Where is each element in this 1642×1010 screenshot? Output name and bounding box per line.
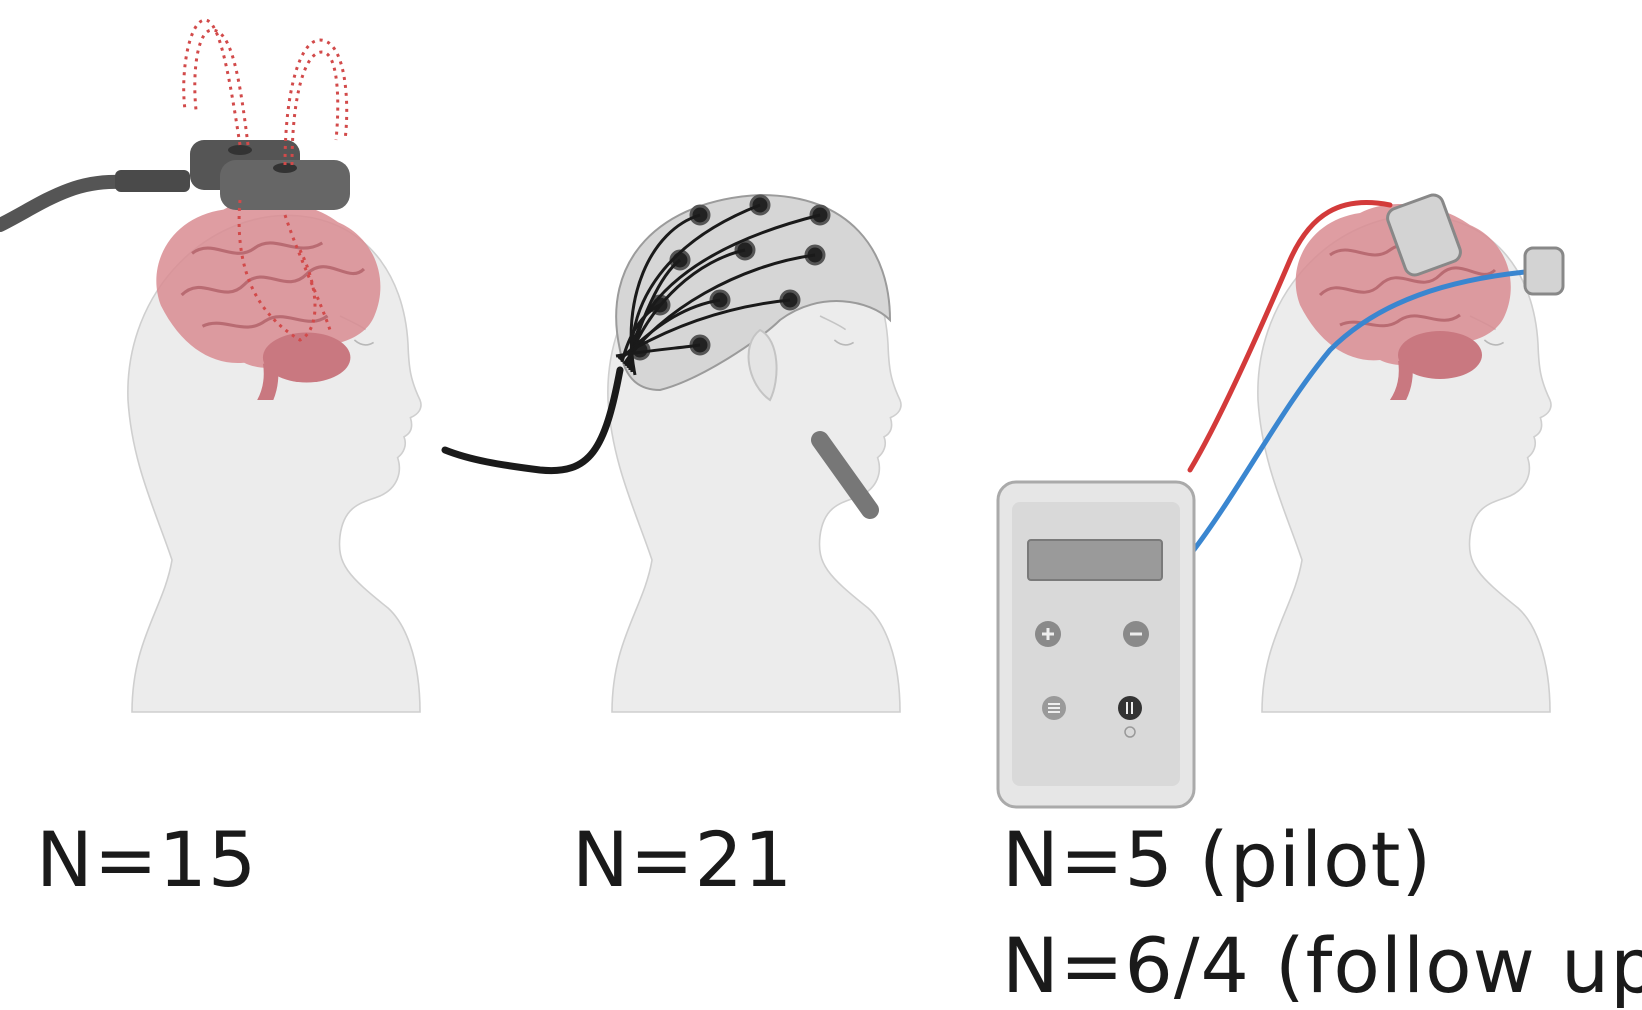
eeg-sample-size-label: N=21	[572, 822, 793, 898]
tms-panel	[0, 20, 421, 712]
tdcs-pilot-sample-size-label: N=5 (pilot)	[1002, 822, 1432, 898]
tdcs-follow-up-sample-size-label: N=6/4 (follow up)	[1002, 928, 1642, 1004]
tdcs-stimulator-icon	[998, 482, 1194, 807]
tdcs-panel	[998, 192, 1563, 807]
eeg-panel	[445, 195, 901, 712]
tms-sample-size-label: N=15	[36, 822, 257, 898]
